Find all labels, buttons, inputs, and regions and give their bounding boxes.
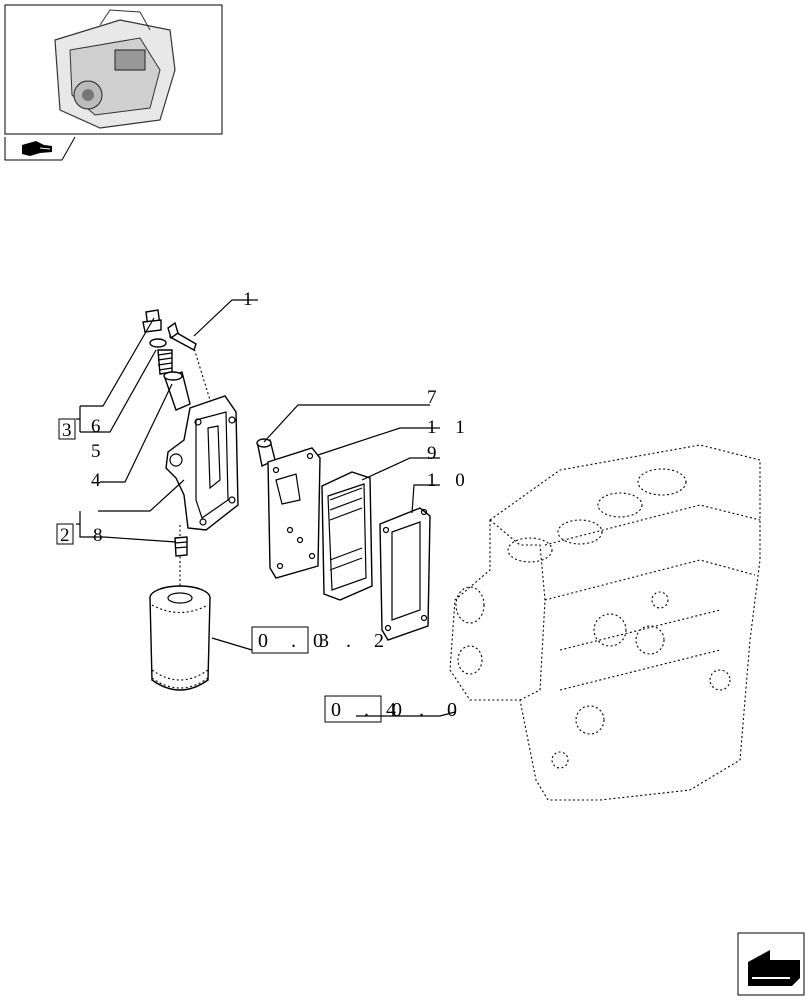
callout-11: 1 1 (427, 417, 472, 438)
ref-filter-rest: 0 . 2 (313, 630, 393, 652)
engine-thumbnail-icon (54, 9, 176, 129)
callout-2: 2 (60, 525, 77, 546)
nav-prev-button[interactable] (4, 136, 76, 161)
part-gasket-2 (379, 507, 431, 641)
ref-filter-boxed: 0 . 3 (258, 630, 338, 652)
ref-oil-filter-link[interactable]: 0 . 3 0 . 2 (251, 626, 393, 654)
callout-9: 9 (427, 443, 444, 464)
hand-pointing-icon (22, 141, 52, 156)
part-oring (149, 338, 167, 348)
callout-3-box (58, 418, 76, 440)
callout-10: 1 0 (427, 470, 472, 491)
part-oil-filter (149, 585, 211, 691)
arrow-next-icon (748, 950, 800, 986)
part-cooler-housing (165, 395, 239, 531)
part-cooler-element (321, 471, 373, 601)
callout-7: 7 (427, 387, 444, 408)
engine-thumbnail[interactable] (4, 4, 223, 135)
part-valve (163, 371, 191, 411)
callout-2-box (56, 523, 74, 545)
ref-block-rest: 4 . 0 (386, 699, 466, 721)
callout-5: 5 (91, 441, 108, 462)
callout-4: 4 (91, 470, 108, 491)
part-bolt (167, 321, 197, 352)
part-gasket (267, 447, 321, 579)
nav-next-button[interactable] (737, 932, 805, 996)
callout-6: 6 (91, 416, 108, 437)
part-drain-plug (174, 536, 188, 557)
part-sleeve (256, 438, 276, 468)
part-spring (157, 349, 173, 375)
ref-engine-block-link[interactable]: 0 . 0 4 . 0 (324, 695, 466, 723)
callout-1: 1 (243, 289, 260, 310)
ref-block-boxed: 0 . 0 (331, 699, 411, 721)
callout-8: 8 (93, 525, 110, 546)
callout-3: 3 (62, 420, 79, 441)
part-engine-block (449, 444, 761, 801)
